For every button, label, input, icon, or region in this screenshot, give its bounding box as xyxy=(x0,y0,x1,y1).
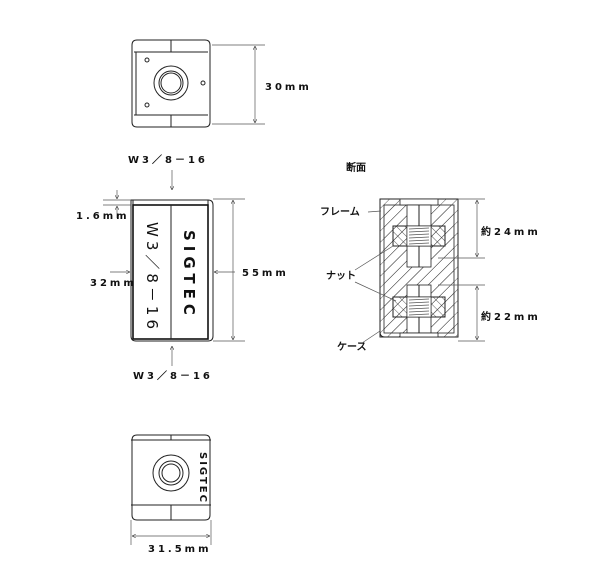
top-view-outline xyxy=(131,39,211,128)
bottom-view: SIGTEC 31.5mm xyxy=(130,434,212,555)
screw-hole xyxy=(144,57,150,63)
top-opening xyxy=(399,198,439,206)
top-thread-label: W3／8－16 xyxy=(128,153,208,166)
dim-label-22mm: 約22mm xyxy=(481,310,541,323)
boss-outer xyxy=(152,454,190,492)
label-nut: ナット xyxy=(326,270,356,282)
leader-nut-lower xyxy=(354,281,397,302)
body-text-thread: W3／8－16 xyxy=(143,222,161,333)
section-view: 断面 フレーム ナット xyxy=(320,161,541,353)
label-frame: フレーム xyxy=(320,206,360,218)
label-case: ケース xyxy=(337,341,367,353)
upper-thread-lines xyxy=(408,227,430,245)
leader-frame xyxy=(367,210,382,213)
thread-hole xyxy=(161,463,181,483)
section-title: 断面 xyxy=(346,161,366,174)
engraving-brand: SIGTEC xyxy=(197,452,208,504)
bottom-opening xyxy=(399,332,439,338)
screw-hole xyxy=(200,80,206,86)
body-text-brand: SIGTEC xyxy=(180,230,198,320)
leader-case xyxy=(361,330,381,344)
frame-outline xyxy=(130,199,214,342)
nut-ring xyxy=(158,70,184,96)
top-view: 30mm xyxy=(131,39,312,128)
leader-nut-upper xyxy=(354,245,394,271)
screw-hole xyxy=(144,102,150,108)
frame-section xyxy=(379,205,458,338)
dim-label-55mm: 55mm xyxy=(242,268,289,279)
thread-hole xyxy=(160,72,182,94)
nut-ring xyxy=(158,460,184,486)
boss-outer xyxy=(153,65,189,101)
dim-label-30mm: 30mm xyxy=(265,82,312,93)
dim-label-24mm: 約24mm xyxy=(481,225,541,238)
bottom-thread-label: W3／8－16 xyxy=(133,369,213,382)
bottom-view-outline xyxy=(131,434,211,521)
dim-label-1-6mm: 1.6mm xyxy=(76,211,130,222)
dim-label-32mm: 32mm xyxy=(90,278,137,289)
dim-label-31-5mm: 31.5mm xyxy=(148,544,212,555)
lower-thread-lines xyxy=(408,298,430,316)
front-view: W3／8－16 W3／8－16 SIGTEC 1.6mm 32mm 55mm W… xyxy=(76,153,289,382)
